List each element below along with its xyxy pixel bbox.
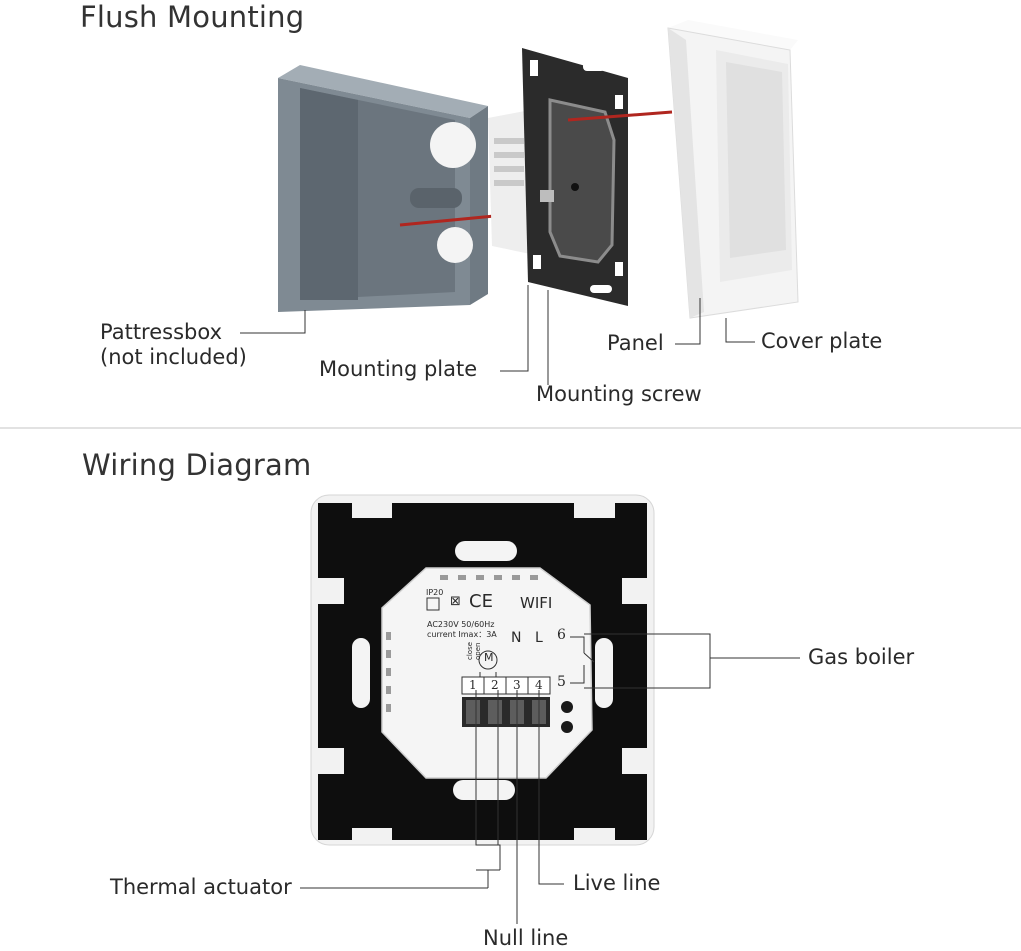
mounting-plate-label: Mounting plate: [319, 357, 478, 381]
mounting-screw-label: Mounting screw: [536, 382, 702, 406]
ce-mark: CE: [469, 591, 493, 612]
flush-mounting-heading: Flush Mounting: [80, 0, 305, 34]
panel-illustration: [667, 20, 799, 319]
weee-icon: ⊠: [450, 594, 461, 609]
terminal-4: 4: [535, 678, 543, 692]
pattressbox-note-label: (not included): [100, 345, 247, 369]
terminal-6: 6: [557, 627, 566, 643]
pattressbox-label: Pattressbox: [100, 320, 222, 344]
pattressbox-illustration: [278, 65, 506, 312]
wifi-text: WIFI: [520, 594, 553, 612]
terminal-2: 2: [491, 678, 499, 692]
thermostat-back-illustration: [310, 494, 655, 846]
motor-symbol: M: [484, 651, 494, 664]
terminal-1: 1: [469, 678, 477, 692]
mounting-plate-illustration: [488, 48, 673, 306]
wiring-diagram-heading: Wiring Diagram: [82, 448, 312, 482]
ip-rating-text: IP20: [426, 588, 444, 597]
live-terminal-mark: L: [535, 630, 543, 646]
open-text: open: [474, 642, 482, 660]
panel-label: Panel: [607, 331, 664, 355]
null-line-label: Null line: [483, 926, 569, 950]
neutral-terminal-mark: N: [511, 630, 522, 646]
terminal-3: 3: [513, 678, 521, 692]
current-rating-text: current Imax：3A: [427, 630, 497, 639]
gas-boiler-label: Gas boiler: [808, 645, 915, 669]
thermal-actuator-label: Thermal actuator: [110, 875, 292, 899]
live-line-label: Live line: [573, 871, 661, 895]
terminal-5: 5: [557, 674, 566, 690]
cover-plate-label: Cover plate: [761, 329, 883, 353]
flush-leader-lines: [240, 285, 755, 385]
power-rating-text: AC230V 50/60Hz: [427, 620, 495, 629]
wiring-leader-lines: [300, 633, 800, 924]
